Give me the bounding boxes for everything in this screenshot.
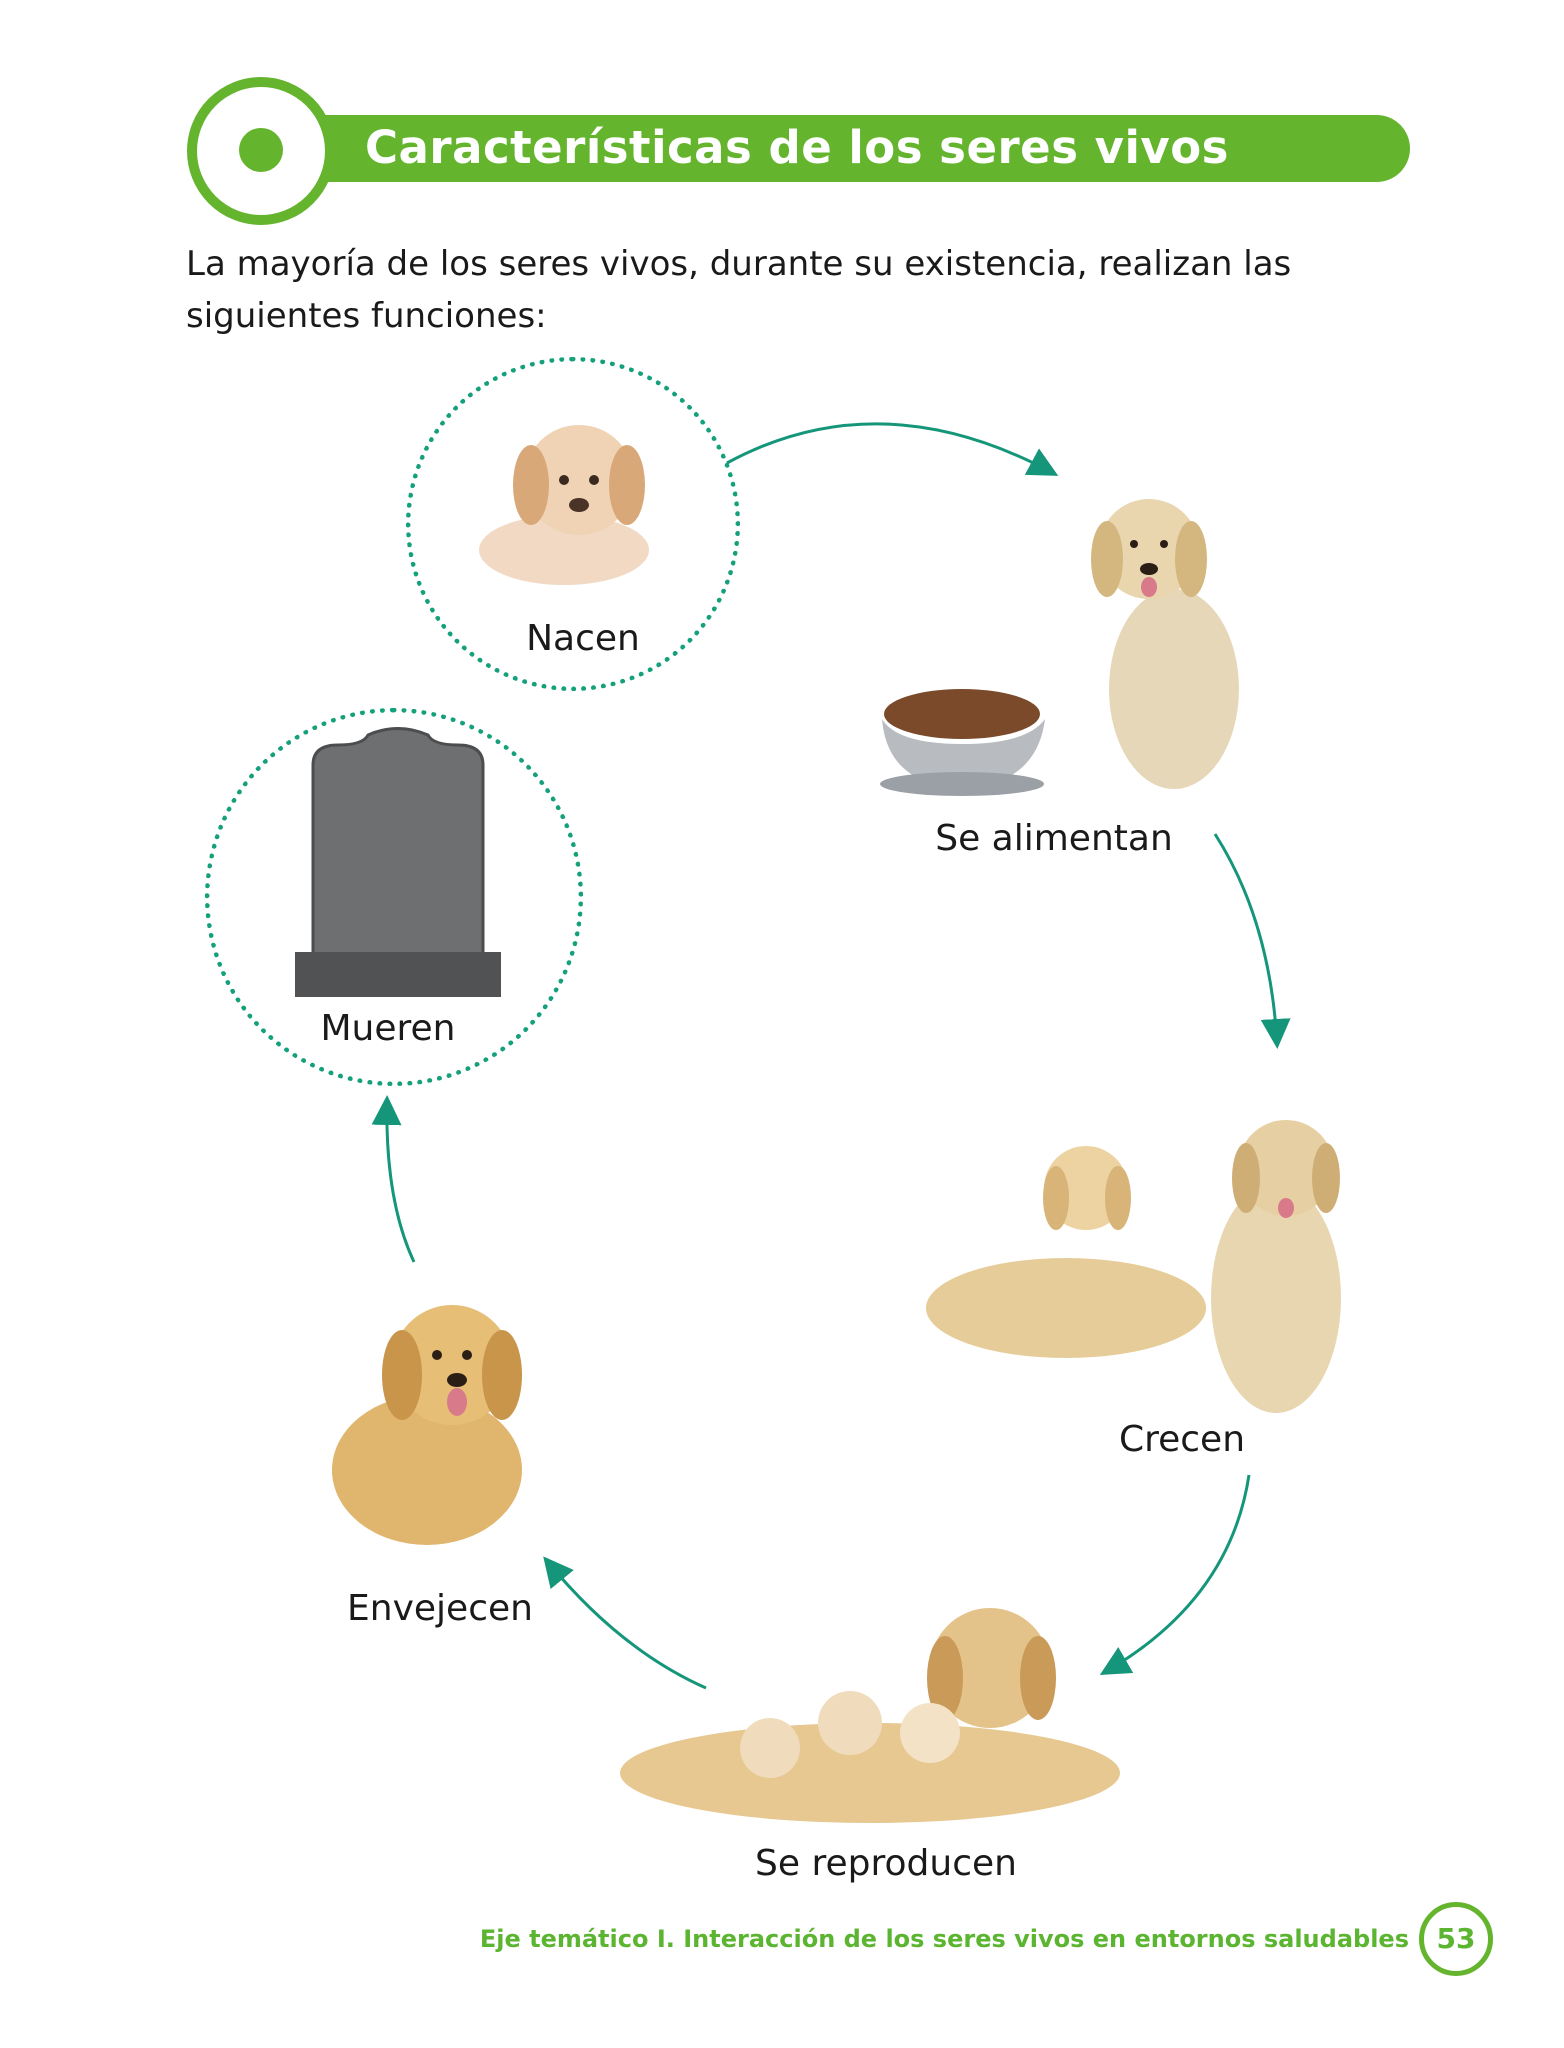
label-nacen: Nacen xyxy=(526,618,640,659)
growing-dogs-image xyxy=(926,1120,1341,1413)
label-crecen: Crecen xyxy=(1118,1419,1246,1460)
page-number: 53 xyxy=(1419,1902,1493,1976)
arrow-reproducen-to-envejecen xyxy=(543,1556,707,1690)
nacen-dotted-circle xyxy=(406,357,740,691)
title-bar xyxy=(300,115,1410,182)
tombstone-image xyxy=(295,727,501,997)
title-dot-icon xyxy=(239,128,283,172)
mueren-dotted-circle xyxy=(205,708,583,1086)
label-mueren: Mueren xyxy=(320,1008,456,1049)
page-title: Características de los seres vivos xyxy=(365,121,1229,174)
arrow-envejecen-to-mueren xyxy=(371,1095,416,1263)
label-envejecen: Envejecen xyxy=(347,1588,533,1629)
arrow-nacen-to-alimentan xyxy=(726,422,1059,476)
label-se-reproducen: Se reproducen xyxy=(755,1843,1017,1884)
arrow-crecen-to-reproducen xyxy=(1099,1474,1251,1675)
puppy-image xyxy=(479,425,649,585)
intro-paragraph: La mayoría de los seres vivos, durante s… xyxy=(186,244,1292,336)
footer-section-title: Eje temático I. Interacción de los seres… xyxy=(479,1925,1409,1953)
arrow-alimentan-to-crecen xyxy=(1213,833,1291,1049)
mother-with-puppies-image xyxy=(620,1608,1120,1823)
label-se-alimentan: Se alimentan xyxy=(935,818,1173,859)
old-dog-image xyxy=(332,1305,522,1545)
food-bowl-image xyxy=(880,689,1045,796)
sitting-dog-image xyxy=(1091,499,1239,789)
